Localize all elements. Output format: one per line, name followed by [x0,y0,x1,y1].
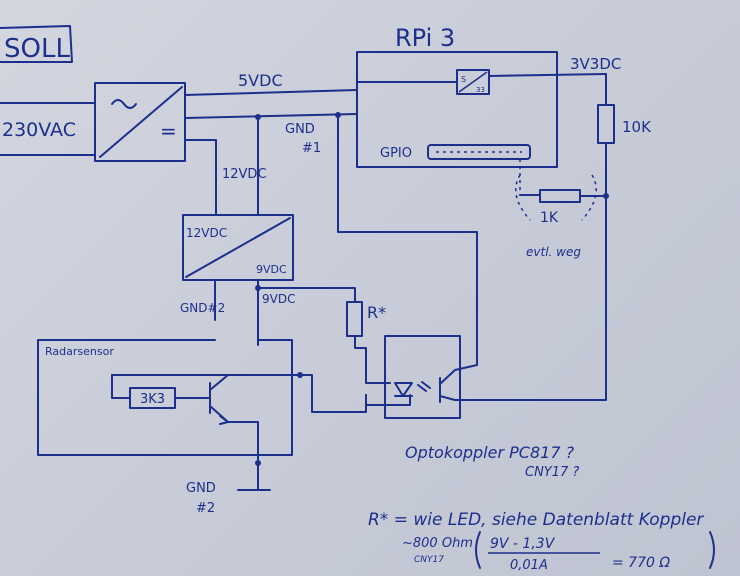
rpi-label: RPi 3 [395,24,455,52]
label-gnd-bottom: GND [186,481,216,496]
label-10k: 10K [622,118,652,136]
transistor-emitter [209,405,259,456]
note-ohm: ~800 Ohm [402,536,473,551]
led-symbol [394,382,413,397]
wire-12vdc [184,139,217,216]
ac-symbol [111,99,137,109]
label-rstar: R* [367,303,386,322]
title-box: SOLL [0,25,73,64]
label-gnd-bottom-num: #2 [196,501,215,516]
regulator-s: S [461,75,466,84]
label-gnd2: GND#2 [180,301,225,315]
sensor-label: Radarsensor [45,345,114,358]
note-cny17: CNY17 [414,555,444,565]
opto-label-1: Optokoppler PC817 ? [405,443,575,462]
rpi-board: RPi 3 S 33 GPIO [356,24,558,168]
label-gnd1: GND [285,122,315,137]
opto-label-2: CNY17 ? [525,465,579,480]
dc-dc-converter: 12VDC 9VDC [182,214,294,281]
bracket-left [515,174,531,221]
title-label: SOLL [4,34,70,64]
gpio-header [427,144,531,160]
ac-input: 230VAC [0,102,96,156]
label-3v3: 3V3DC [570,55,621,73]
ac-voltage-label: 230VAC [2,119,76,141]
frac-res: = 770 Ω [612,555,670,571]
conv-in-label: 12VDC [186,226,227,240]
transistor-collector [209,374,301,391]
gpio-label: GPIO [380,146,412,161]
label-3k3: 3K3 [140,392,165,407]
dc-symbol-label: = [160,119,177,143]
wire-10k-down [454,142,607,401]
conv-out-label: 9VDC [256,263,287,276]
label-12vdc-wire: 12VDC [222,167,267,182]
label-gnd1-num: #1 [302,141,321,156]
wire-sensor-opto [299,374,367,413]
note-rstar: R* = wie LED, siehe Datenblatt Koppler [368,510,704,530]
wire-3v3 [488,73,607,77]
regulator-33: 33 [476,86,485,94]
light-arrows [417,381,431,392]
wire-gnd [184,113,358,119]
ac-dc-supply: = [94,82,186,162]
wire-gnd-rpi [337,114,478,366]
bracket-right [581,174,597,221]
label-evtl: evtl. weg [526,245,581,259]
resistor-10k [597,104,615,144]
label-1k: 1K [540,210,559,226]
resistor-1k [539,189,581,203]
frac-den: 0,01A [510,558,548,573]
label-9v: 9VDC [262,292,295,306]
label-5vdc: 5VDC [238,71,283,90]
wire-5vdc [184,89,358,96]
resistor-rstar [346,301,363,337]
radar-sensor: Radarsensor 3K3 [37,339,303,466]
frac-num: 9V - 1,3V [490,536,556,552]
wire-rstar-led [354,335,367,373]
optocoupler [365,335,478,419]
wire-9v-rstar [257,287,356,303]
